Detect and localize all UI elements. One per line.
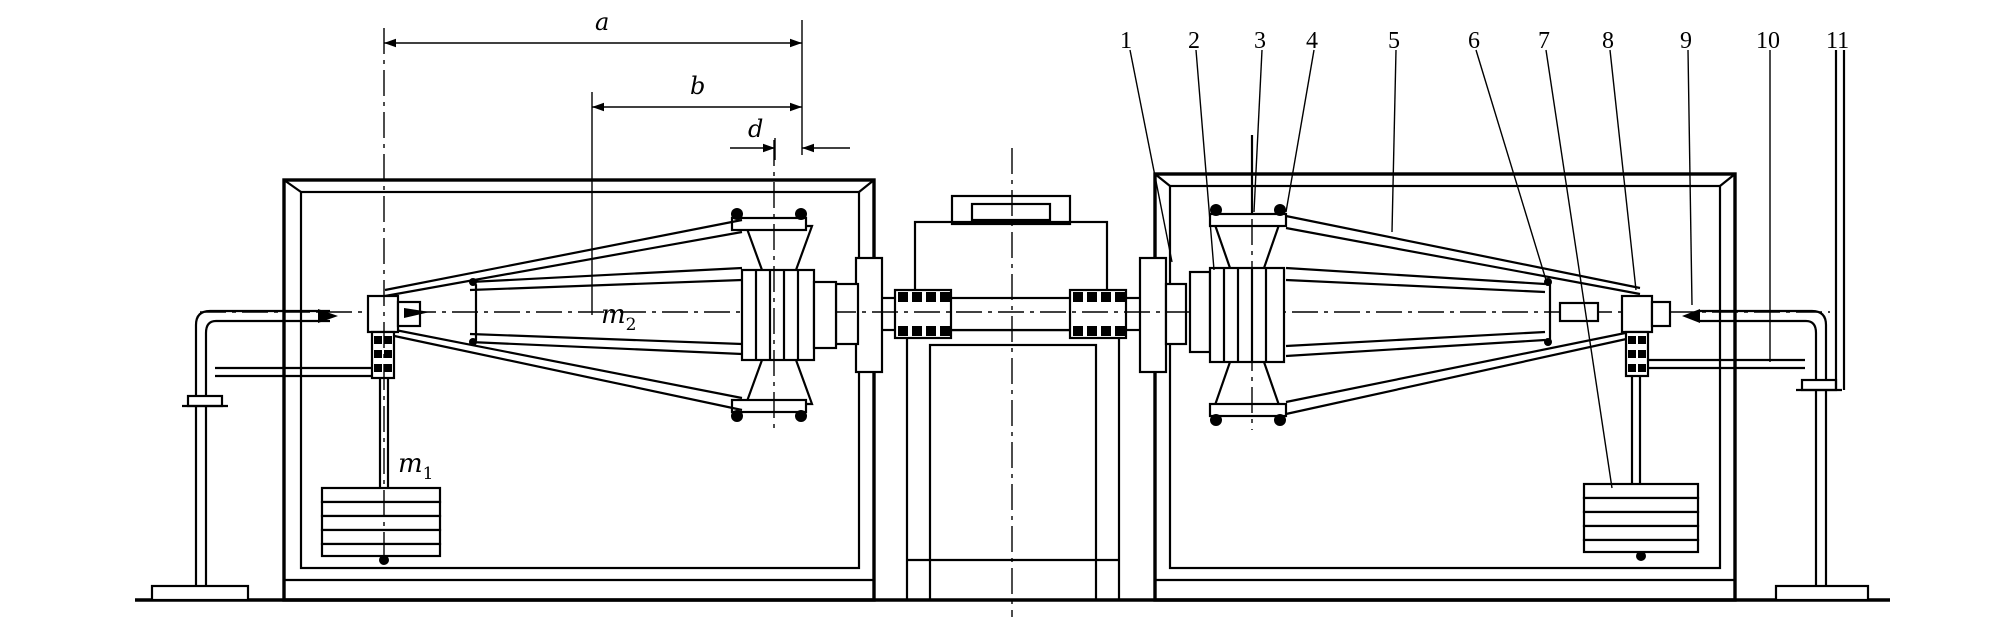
right-frame — [1153, 172, 1805, 602]
part-number-3: 3 — [1254, 28, 1266, 54]
left-end-stand — [182, 309, 338, 586]
part-number-11: 11 — [1826, 28, 1849, 54]
part-number-9: 9 — [1680, 28, 1692, 54]
left-frame — [215, 178, 876, 602]
part-number-8: 8 — [1602, 28, 1614, 54]
part-number-2: 2 — [1188, 28, 1200, 54]
mass-label-m2: m2 — [601, 300, 636, 335]
part-number-6: 6 — [1468, 28, 1480, 54]
part-number-1: 1 — [1120, 28, 1132, 54]
dimension-lines — [384, 20, 850, 315]
part-number-4: 4 — [1306, 28, 1318, 54]
part-number-5: 5 — [1388, 28, 1400, 54]
part-callout-leaders — [1129, 49, 1771, 489]
right-weight-stack — [1582, 482, 1700, 561]
right-specimen-assembly — [1188, 135, 1700, 561]
right-end-stand — [1682, 50, 1846, 586]
dimension-label-b: b — [690, 72, 705, 100]
dimension-label-d: d — [748, 115, 763, 143]
part-number-7: 7 — [1538, 28, 1550, 54]
central-drive-unit — [834, 148, 1188, 617]
dimension-label-a: a — [595, 8, 609, 36]
mass-label-m1: m1 — [398, 449, 433, 484]
left-weight-stack — [320, 486, 442, 565]
part-number-10: 10 — [1756, 28, 1780, 54]
left-specimen-assembly — [320, 28, 838, 565]
